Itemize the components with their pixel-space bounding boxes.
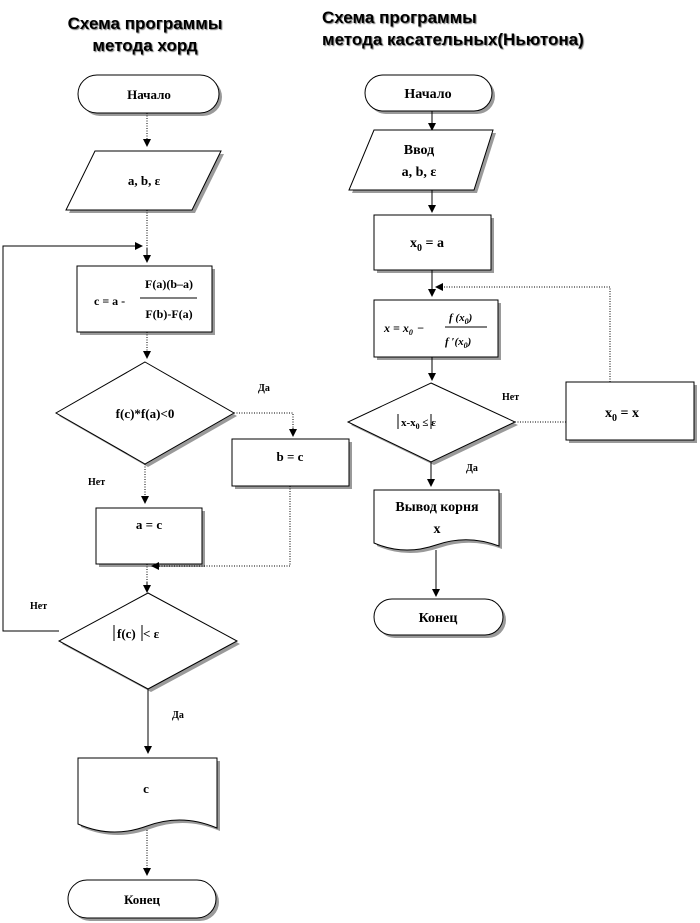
newton-input-line1: Ввод <box>404 143 434 158</box>
newton-decision: x-x0 ≤ ε <box>346 382 518 465</box>
newton-input-line2: a, b, ε <box>402 165 437 180</box>
chord-start-terminator: Начало <box>77 74 222 116</box>
chord-calc-process: c = a - F(a)(b–a) F(b)-F(a) <box>76 265 215 335</box>
chord-yes-2-label: Да <box>172 710 184 721</box>
chord-end-label: Конец <box>124 892 161 907</box>
newton-title-line1: Схема программы <box>322 8 477 27</box>
chord-assign-b-label: b = c <box>277 449 304 464</box>
chord-calc-numerator: F(a)(b–a) <box>145 277 193 291</box>
newton-init-process: x0 = a <box>373 214 494 273</box>
newton-formula-process: x = x0− f (x0) f ′(x0) <box>373 299 501 360</box>
chord-arrow-yes-1 <box>234 412 294 436</box>
chord-title-line2: метода хорд <box>92 36 197 55</box>
newton-no-label: Нет <box>502 392 519 403</box>
chord-assign-a-label: a = c <box>136 517 162 532</box>
newton-output-line1: Вывод корня <box>395 500 479 515</box>
chord-decision-1-label: f(c)*f(a)<0 <box>116 406 175 421</box>
chord-flowchart: Схема программы метода хорд Начало a, b,… <box>2 14 352 921</box>
chord-decision-1: f(c)*f(a)<0 <box>54 361 237 467</box>
chord-input-parallelogram: a, b, ε <box>65 150 224 213</box>
chord-no-2-label: Нет <box>30 601 47 612</box>
chord-assign-a-process: a = c <box>95 507 205 567</box>
chord-output-document: c <box>77 757 220 836</box>
chord-arrow-b-merge <box>151 486 291 570</box>
chord-calc-prefix: c = a - <box>94 294 125 308</box>
chord-decision-2-abs: f(c) <box>117 626 136 641</box>
newton-init-label: x0 = a <box>410 236 444 254</box>
newton-update-process: x0 = x <box>565 381 697 443</box>
newton-start-label: Начало <box>404 87 451 102</box>
newton-formula-left: x = x0− <box>383 321 424 337</box>
newton-formula-denominator: f ′(x0) <box>445 336 471 350</box>
chord-calc-denominator: F(b)-F(a) <box>145 307 192 321</box>
chord-input-label: a, b, ε <box>128 173 161 188</box>
newton-decision-label: x-x0 ≤ ε <box>401 417 436 431</box>
chord-decision-2: f(c) < ε <box>57 592 240 692</box>
newton-start-terminator: Начало <box>364 74 495 114</box>
newton-loop-back-arrow <box>435 283 611 382</box>
chord-no-1-label: Нет <box>88 477 105 488</box>
chord-output-label: c <box>143 781 149 796</box>
newton-output-document: Вывод корня x <box>373 489 502 554</box>
chord-end-terminator: Конец <box>67 879 219 921</box>
chord-assign-b-process: b = c <box>231 438 352 489</box>
newton-end-terminator: Конец <box>373 598 506 638</box>
newton-end-label: Конец <box>419 611 458 626</box>
chord-decision-2-rest: < ε <box>143 626 160 641</box>
newton-flowchart: Схема программы метода касательных(Ньюто… <box>322 8 697 638</box>
newton-yes-label: Да <box>466 463 478 474</box>
chord-start-label: Начало <box>127 87 171 102</box>
chord-loop-back-arrow <box>2 242 143 632</box>
newton-formula-numerator: f (x0) <box>449 312 472 326</box>
newton-title-line2: метода касательных(Ньютона) <box>322 30 584 49</box>
newton-output-line2: x <box>434 522 441 537</box>
newton-input-parallelogram: Ввод a, b, ε <box>348 129 496 193</box>
newton-update-label: x0 = x <box>605 406 639 424</box>
chord-yes-1-label: Да <box>258 383 270 394</box>
chord-title-line1: Схема программы <box>68 14 223 33</box>
